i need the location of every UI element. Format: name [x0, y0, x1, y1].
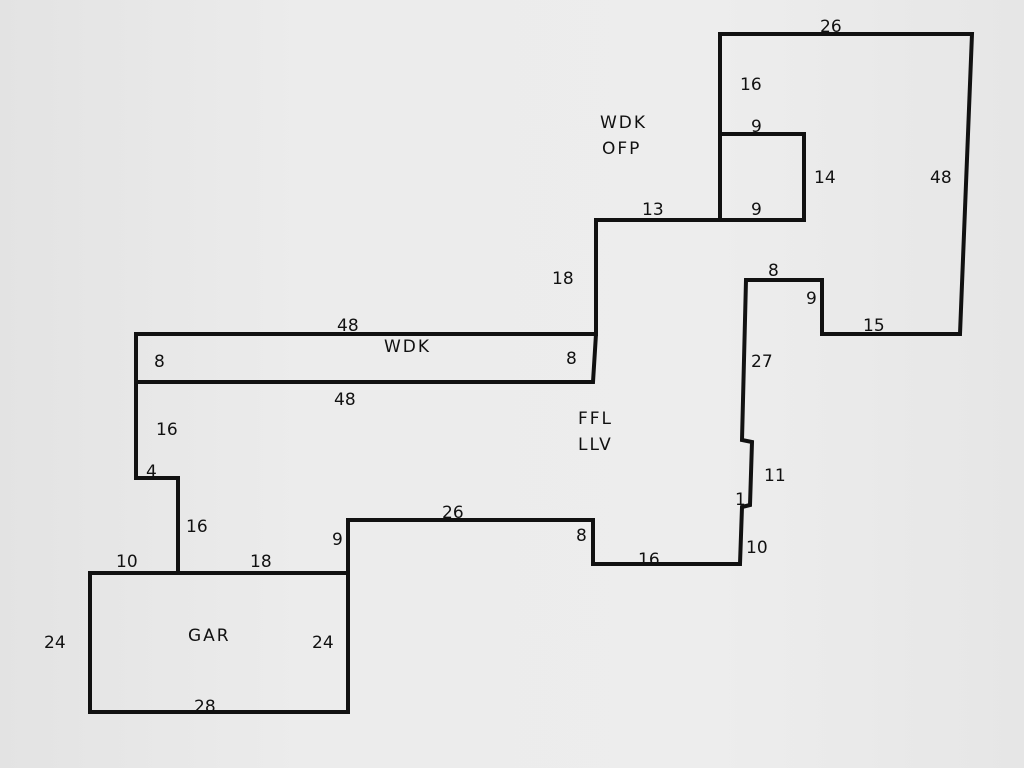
dim-label: 16	[638, 550, 660, 570]
area-label-wdk: WDK	[384, 337, 431, 357]
dim-label: 11	[764, 466, 786, 486]
dim-label: 10	[116, 552, 138, 572]
dim-label: 16	[156, 420, 178, 440]
dim-label: 9	[806, 289, 817, 309]
dim-label: 48	[930, 168, 952, 188]
dim-label: 28	[194, 697, 216, 717]
dim-label: 16	[740, 75, 762, 95]
dim-label: 9	[751, 200, 762, 220]
dim-label: 4	[146, 462, 157, 482]
dim-label: 48	[334, 390, 356, 410]
area-label-ofp: OFP	[602, 139, 641, 159]
wdk-outline	[134, 332, 598, 384]
dim-label: 15	[863, 316, 885, 336]
dim-label: 27	[751, 352, 773, 372]
ofp-upper-outline	[88, 32, 975, 714]
dim-label: 26	[442, 503, 464, 523]
dim-label: 8	[154, 352, 165, 372]
dim-label: 16	[186, 517, 208, 537]
area-label-ffl: FFL	[578, 409, 613, 429]
area-label-wdk-top: WDK	[600, 113, 647, 133]
dim-label: 14	[814, 168, 836, 188]
dim-label: 18	[552, 269, 574, 289]
ofp-inner-outline	[718, 132, 806, 222]
dim-label: 24	[44, 633, 66, 653]
dim-label: 8	[576, 526, 587, 546]
dim-label: 48	[337, 316, 359, 336]
dim-label: 1	[735, 490, 746, 510]
area-label-llv: LLV	[578, 435, 613, 455]
dim-label: 26	[820, 17, 842, 37]
area-label-gar: GAR	[188, 626, 231, 646]
dim-label: 10	[746, 538, 768, 558]
dim-label: 8	[566, 349, 577, 369]
dim-label: 8	[768, 261, 779, 281]
dim-label: 9	[332, 530, 343, 550]
dim-label: 24	[312, 633, 334, 653]
dim-label: 9	[751, 117, 762, 137]
dim-label: 18	[250, 552, 272, 572]
dim-label: 13	[642, 200, 664, 220]
